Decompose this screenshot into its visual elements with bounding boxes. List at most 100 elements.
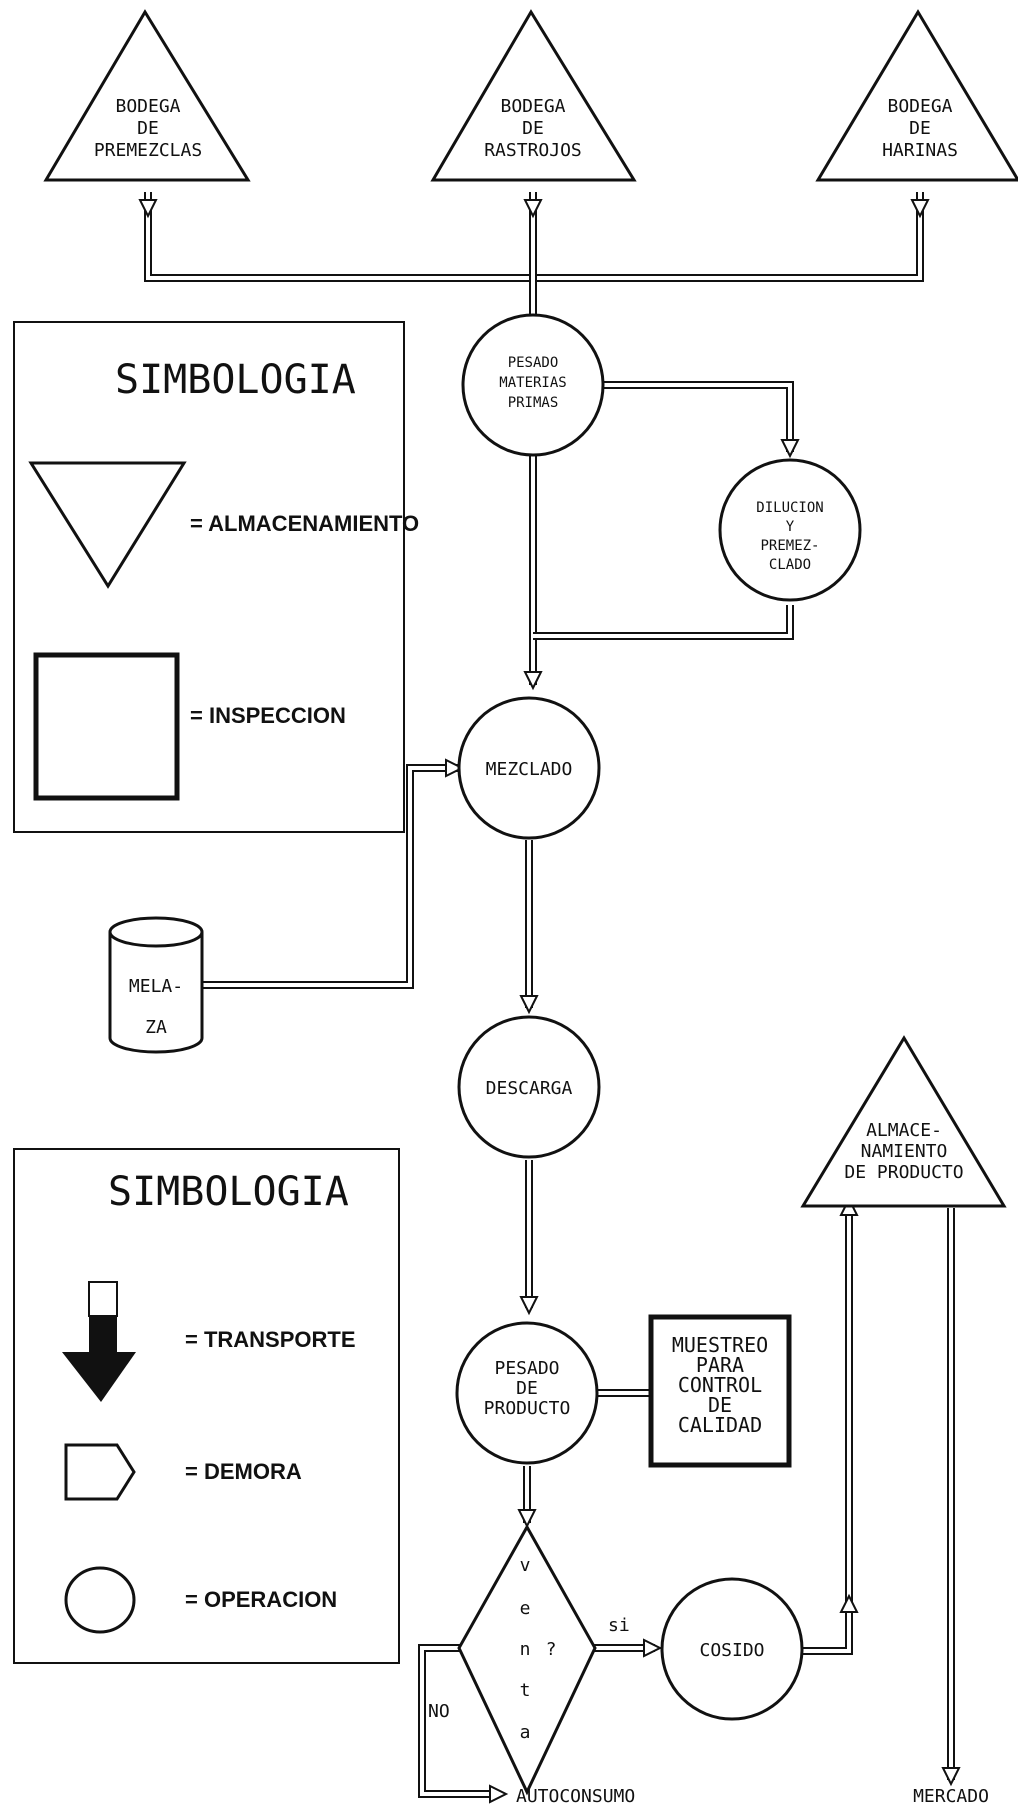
- cylinder-icon: [108, 932, 204, 1054]
- decision-letter: e: [520, 1598, 531, 1619]
- storage-label: BODEGA: [115, 96, 180, 117]
- storage-label: BODEGA: [887, 96, 952, 117]
- operation-pesado-materias-primas: PESADO MATERIAS PRIMAS: [461, 313, 605, 457]
- decision-letter: a: [520, 1722, 531, 1743]
- inverted-triangle-icon: [28, 461, 187, 589]
- pesado-to-dilucion-connector: [603, 381, 794, 452]
- transport-arrow-tail-icon: [88, 1281, 118, 1317]
- operation-label: CLADO: [769, 557, 811, 573]
- triangle-icon: [815, 9, 1018, 182]
- decision-venta: v e n ? t a: [457, 1523, 597, 1796]
- melaza-tank: MELA- ZA: [108, 916, 204, 1054]
- arrowhead-down: [780, 439, 800, 459]
- cosido-to-almacen-connector: [800, 1212, 853, 1655]
- circle-icon: [64, 1566, 136, 1634]
- cylinder-top-icon: [108, 916, 204, 948]
- square-icon: [648, 1314, 792, 1468]
- melaza-label: ZA: [145, 1017, 167, 1038]
- storage-label: RASTROJOS: [484, 140, 582, 161]
- autoconsumo-label: AUTOCONSUMO: [516, 1786, 635, 1807]
- transport-arrow-body-icon: [89, 1316, 117, 1354]
- inspection-label: CONTROL: [678, 1373, 762, 1397]
- arrowhead-down: [523, 199, 543, 219]
- arrowhead-down: [941, 1767, 961, 1787]
- operation-label: PREMEZ-: [760, 538, 819, 554]
- arrowhead-right: [445, 758, 465, 778]
- storage-label: NAMIENTO: [861, 1141, 948, 1162]
- storage-label: DE PRODUCTO: [844, 1162, 963, 1183]
- legend-title: SIMBOLOGIA: [115, 357, 356, 403]
- legend-almacenamiento-label: = ALMACENAMIENTO: [190, 511, 419, 536]
- connectors: [144, 192, 955, 1798]
- arrowhead-down: [519, 1296, 539, 1316]
- legend-inspeccion-label: = INSPECCION: [190, 703, 346, 728]
- operation-dilucion-premezclado: DILUCION Y PREMEZ- CLADO: [718, 458, 862, 602]
- storage-rastrojos: BODEGA DE RASTROJOS: [430, 9, 637, 182]
- circle-icon: [455, 1321, 599, 1465]
- operation-pesado-producto: PESADO DE PRODUCTO: [455, 1321, 599, 1465]
- inspection-label: MUESTREO: [672, 1333, 768, 1357]
- storage-producto: ALMACE- NAMIENTO DE PRODUCTO: [800, 1035, 1007, 1208]
- transport-arrow-head-icon: [62, 1352, 136, 1402]
- circle-icon: [660, 1577, 804, 1721]
- storage-label: DE: [522, 118, 544, 139]
- operation-label: PRODUCTO: [484, 1398, 571, 1419]
- arrowhead-down: [519, 995, 539, 1015]
- circle-icon: [457, 696, 601, 840]
- arrowhead-up: [839, 1593, 859, 1613]
- storage-label: PREMEZCLAS: [94, 140, 202, 161]
- arrowhead-down: [138, 199, 158, 219]
- arrowhead-right: [643, 1638, 663, 1658]
- operation-label: PESADO: [494, 1358, 559, 1379]
- triangle-icon: [43, 9, 251, 182]
- circle-icon: [457, 1015, 601, 1159]
- triangle-icon: [430, 9, 637, 182]
- storage-harinas: BODEGA DE HARINAS: [815, 9, 1018, 182]
- operation-label: MATERIAS: [499, 375, 566, 391]
- inspection-label: PARA: [696, 1353, 744, 1377]
- melaza-label: MELA-: [129, 976, 183, 997]
- diamond-icon: [457, 1523, 597, 1796]
- arrowhead-down: [910, 199, 930, 219]
- legend-simbologia-1: SIMBOLOGIA = ALMACENAMIENTO = INSPECCION: [13, 321, 419, 833]
- operation-label: DILUCION: [756, 500, 823, 516]
- operation-descarga: DESCARGA: [457, 1015, 601, 1159]
- legend-transporte-label: = TRANSPORTE: [185, 1327, 356, 1352]
- triangle-icon: [800, 1035, 1007, 1208]
- arrowheads: [138, 199, 961, 1804]
- storage-label: HARINAS: [882, 140, 958, 161]
- mercado-label: MERCADO: [913, 1786, 989, 1807]
- circle-icon: [718, 458, 862, 602]
- operation-label: MEZCLADO: [486, 759, 573, 780]
- operation-cosido: COSIDO: [660, 1577, 804, 1721]
- legend-operacion-label: = OPERACION: [185, 1587, 337, 1612]
- arrowhead-right: [489, 1784, 509, 1804]
- storage-label: DE: [137, 118, 159, 139]
- decision-question: ?: [546, 1639, 557, 1660]
- storage-label: BODEGA: [500, 96, 565, 117]
- operation-mezclado: MEZCLADO: [457, 696, 601, 840]
- operation-label: DE: [516, 1378, 538, 1399]
- decision-yes-label: si: [608, 1615, 630, 1636]
- legend-title: SIMBOLOGIA: [108, 1169, 349, 1215]
- delay-icon: [64, 1443, 136, 1501]
- operation-label: COSIDO: [699, 1640, 764, 1661]
- storage-label: ALMACE-: [866, 1120, 942, 1141]
- inspection-muestreo: MUESTREO PARA CONTROL DE CALIDAD: [648, 1314, 792, 1468]
- circle-icon: [461, 313, 605, 457]
- inspection-label: CALIDAD: [678, 1413, 762, 1437]
- operation-label: PESADO: [508, 355, 559, 371]
- inspection-label: DE: [708, 1393, 732, 1417]
- operation-label: DESCARGA: [486, 1078, 573, 1099]
- square-icon: [33, 652, 180, 801]
- decision-no-label: NO: [428, 1701, 450, 1722]
- arrowhead-down: [517, 1509, 537, 1529]
- storage-premezclas: BODEGA DE PREMEZCLAS: [43, 9, 251, 182]
- decision-letter: n: [520, 1639, 531, 1660]
- dilucion-return-connector: [533, 605, 794, 640]
- operation-label: PRIMAS: [508, 395, 559, 411]
- arrowhead-down: [523, 671, 543, 691]
- legend-demora-label: = DEMORA: [185, 1459, 302, 1484]
- operation-label: Y: [786, 519, 795, 535]
